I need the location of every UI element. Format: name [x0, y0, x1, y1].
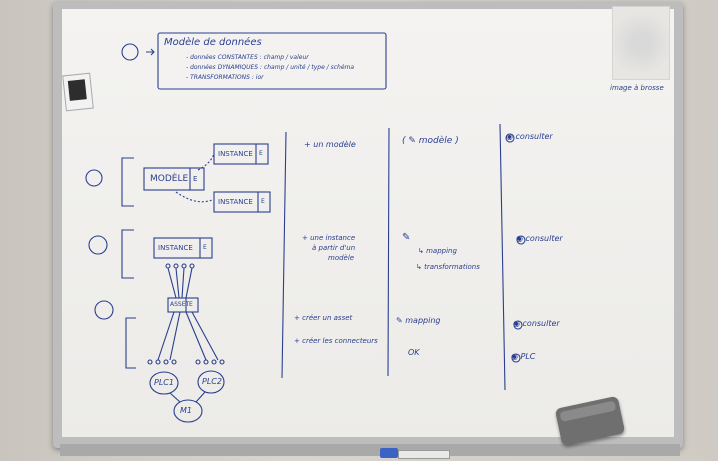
modele-box [143, 167, 205, 191]
face-icon [121, 43, 139, 61]
m1-node [173, 399, 203, 423]
col4-item-4: ◉ PLC [511, 352, 536, 361]
plc1-label: PLC1 [154, 378, 174, 387]
blue-marker [380, 448, 398, 458]
asset-tag: E [189, 301, 193, 308]
title-box-line-2: - données DYNAMIQUES : champ / unité / t… [186, 64, 355, 71]
plc2-label: PLC2 [202, 377, 222, 386]
col4-item-2: ◉ consulter [516, 234, 563, 243]
asset-box [167, 297, 199, 313]
instance-box-a [213, 143, 269, 165]
instance-main-label: INSTANCE [158, 244, 193, 252]
instance-b-label: INSTANCE [218, 198, 253, 206]
marker-tray [60, 444, 680, 456]
col2-item-6: + créer les connecteurs [294, 337, 378, 345]
col3-item-2: ✎ [402, 232, 411, 243]
instance-box-b [213, 191, 271, 213]
asset-label: ASSET [170, 301, 190, 308]
m1-label: M1 [180, 406, 192, 415]
col4-item-3: ◉ consulter [513, 319, 560, 328]
col4-item-1: ◉ consulter [506, 132, 553, 141]
col2-item-3: à partir d'un [312, 244, 356, 252]
modele-tag: E [193, 175, 198, 183]
marker-label [398, 450, 450, 459]
whiteboard [62, 9, 674, 437]
col3-item-5: ✎ mapping [396, 316, 441, 325]
col2-item-4: modèle [328, 254, 355, 262]
col3-item-4: ↳ transformations [416, 263, 480, 271]
title-box-line-1: - données CONSTANTES : champ / valeur [186, 54, 309, 61]
title-box-heading: Modèle de données [164, 37, 262, 48]
modele-label: MODÈLE [150, 174, 189, 184]
instance-main-tag: E [203, 244, 207, 251]
instance-a-tag: E [259, 150, 263, 157]
col3-item-6: OK [408, 348, 420, 357]
plc2-node [197, 370, 225, 394]
col3-item-1: ( ✎ modèle ) [402, 136, 459, 146]
col2-item-2: + une instance [302, 234, 356, 242]
instance-main-box [153, 237, 213, 259]
col2-item-1: + un modèle [304, 140, 356, 149]
col2-item-5: + créer un asset [294, 314, 353, 322]
patch-caption: image à brosse [610, 84, 664, 92]
instance-b-tag: E [261, 198, 265, 205]
title-box-line-3: - TRANSFORMATIONS : ior [186, 74, 264, 81]
instance-a-label: INSTANCE [218, 150, 253, 158]
plc1-node [149, 371, 179, 395]
brush-image-area [612, 6, 670, 80]
title-box [157, 32, 387, 90]
col3-item-3: ↳ mapping [418, 247, 457, 255]
